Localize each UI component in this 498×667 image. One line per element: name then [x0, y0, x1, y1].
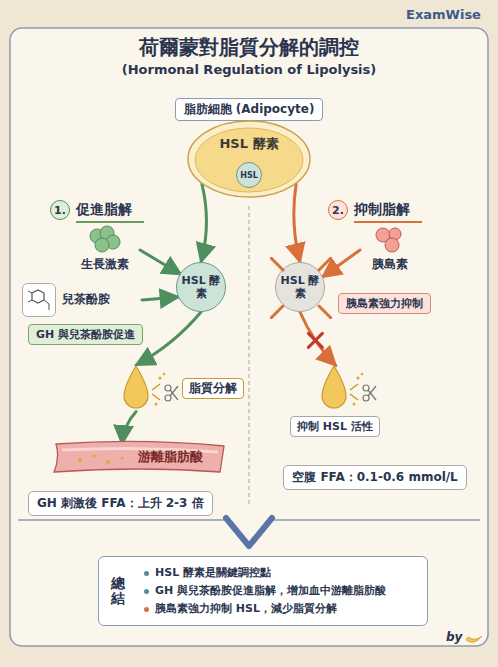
connector-arrow: [142, 297, 179, 300]
note-box: GH 刺激後 FFA：上升 2-3 倍: [28, 491, 213, 516]
node-text: 空腹 FFA：0.1-0.6 mmol/L: [292, 469, 458, 486]
node-text: 胰島素: [360, 256, 420, 273]
bullet-text: HSL 酵素是關鍵調控點: [143, 564, 419, 582]
bullet-text: GH 與兒茶酚胺促進脂解，增加血中游離脂肪酸: [143, 582, 419, 600]
enzyme-circle: HSL 酵素: [176, 262, 226, 312]
lipolysis-group: 脂質分解: [120, 364, 244, 414]
node-text: GH 刺激後 FFA：上升 2-3 倍: [37, 495, 204, 512]
node-text: 總結: [111, 576, 125, 607]
node-text: 兒茶酚胺: [62, 291, 110, 308]
node-text: 生長激素: [70, 256, 140, 273]
node-text: HSL: [240, 171, 258, 180]
connector-arrow: [201, 184, 206, 262]
node-text: HSL 酵素: [187, 135, 311, 153]
node-text: 胰島素強力抑制: [346, 296, 423, 311]
node-text: 抑制 HSL 活性: [290, 416, 380, 437]
hsl-circle: HSL: [236, 162, 262, 188]
heading-underline: [76, 221, 144, 223]
node-text: 游離脂肪酸: [138, 448, 203, 466]
banana-icon: [466, 636, 482, 642]
node-text: HSL 酵素: [280, 274, 320, 300]
title: 荷爾蒙對脂質分解的調控: [139, 34, 359, 61]
hormone-icon: 胰島素: [360, 224, 420, 276]
inhibition-group: 抑制 HSL 活性: [290, 364, 394, 440]
adipocyte-cell: HSL 酵素 HSL: [187, 120, 311, 198]
node-text: 脂質分解: [182, 378, 244, 399]
connector-arrow: [300, 312, 336, 366]
title-tag: 脂肪細胞 (Adipocyte): [175, 98, 324, 121]
summary-chevron: [226, 518, 272, 546]
label: (Hormonal Regulation of Lipolysis): [122, 62, 377, 77]
label: ExamWise: [406, 7, 481, 22]
blood-vessel: 游離脂肪酸: [50, 438, 230, 478]
note-box: GH 與兒茶酚胺促進: [28, 324, 143, 345]
outer-frame: [10, 28, 488, 646]
heading-underline: [354, 221, 422, 223]
label: by: [446, 630, 462, 644]
connector-arrow: [136, 312, 201, 365]
node-text: 脂肪細胞 (Adipocyte): [184, 101, 315, 118]
connector-arrow: [323, 250, 361, 277]
inhibit-cross: [308, 333, 322, 347]
node-text: GH 與兒茶酚胺促進: [36, 327, 135, 342]
bullet-text: 胰島素強力抑制 HSL，減少脂質分解: [143, 600, 419, 618]
summary-box: 總結 HSL 酵素是關鍵調控點GH 與兒茶酚胺促進脂解，增加血中游離脂肪酸胰島素強…: [98, 556, 428, 626]
callout-number: 2.: [328, 200, 348, 220]
hormone-icon: 兒茶酚胺: [22, 282, 142, 318]
connector-arrow: [122, 412, 136, 445]
connector-arrow: [294, 184, 300, 262]
divider: [248, 206, 249, 505]
note-box: 胰島素強力抑制: [338, 293, 431, 314]
callout-number: 1.: [50, 200, 70, 220]
label: 促進脂解: [76, 201, 132, 219]
enzyme-circle-inhibited: HSL 酵素: [275, 262, 325, 312]
label: 抑制脂解: [354, 201, 410, 219]
hormone-icon: 生長激素: [70, 224, 140, 276]
connector-arrow: [140, 250, 181, 275]
bracket-line: [18, 519, 480, 521]
note-box: 空腹 FFA：0.1-0.6 mmol/L: [283, 465, 467, 490]
node-text: HSL 酵素: [181, 274, 221, 300]
